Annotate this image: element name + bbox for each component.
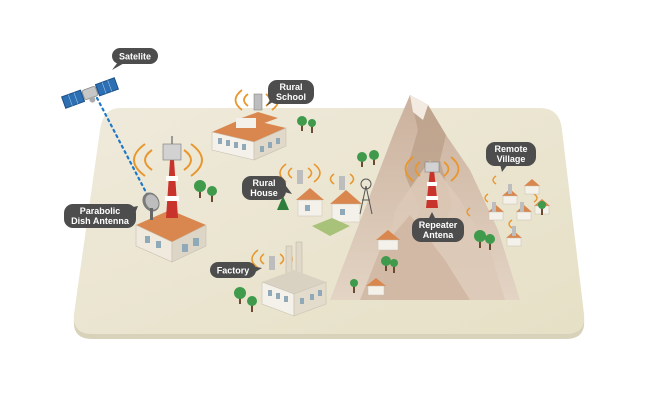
signal-waves-icon bbox=[133, 143, 203, 177]
label-remote-2: Village bbox=[497, 154, 526, 164]
label-satellite: Satelite bbox=[119, 52, 151, 62]
label-factory: Factory bbox=[217, 266, 250, 276]
repeater-tower bbox=[404, 156, 460, 208]
label-rural-house-2: House bbox=[250, 188, 278, 198]
label-rural-house-1: Rural bbox=[252, 178, 275, 188]
label-rural-school-2: School bbox=[276, 92, 306, 102]
callout-rural-house: Rural House bbox=[242, 176, 292, 200]
trees bbox=[194, 116, 546, 312]
label-remote-1: Remote bbox=[494, 144, 527, 154]
windmill-icon bbox=[359, 178, 373, 215]
callout-satellite: Satelite bbox=[112, 48, 158, 70]
callout-repeater: Repeater Antena bbox=[412, 212, 464, 242]
callout-factory: Factory bbox=[210, 262, 262, 278]
label-repeater-2: Antena bbox=[423, 230, 454, 240]
cell-tower-icon bbox=[162, 136, 182, 218]
satellite-link bbox=[95, 96, 152, 202]
satellite-icon bbox=[60, 77, 120, 109]
mountain-houses bbox=[366, 230, 400, 296]
callout-parabolic-dish: Parabolic Dish Antenna bbox=[64, 204, 138, 228]
signal-waves-icon bbox=[279, 163, 355, 185]
label-rural-school-1: Rural bbox=[279, 82, 302, 92]
label-repeater-1: Repeater bbox=[419, 220, 458, 230]
callout-remote-village: Remote Village bbox=[486, 142, 536, 172]
callout-rural-school: Rural School bbox=[266, 80, 314, 106]
label-dish-1: Parabolic bbox=[80, 206, 121, 216]
factory-building bbox=[251, 241, 327, 317]
rural-school-building bbox=[211, 89, 287, 161]
label-dish-2: Dish Antenna bbox=[71, 216, 130, 226]
signal-waves-icon bbox=[404, 156, 460, 182]
dish-antenna-station bbox=[133, 136, 207, 263]
signal-waves-icon bbox=[466, 175, 538, 229]
parabolic-dish-icon bbox=[142, 192, 160, 220]
rural-house-cluster bbox=[279, 163, 373, 236]
